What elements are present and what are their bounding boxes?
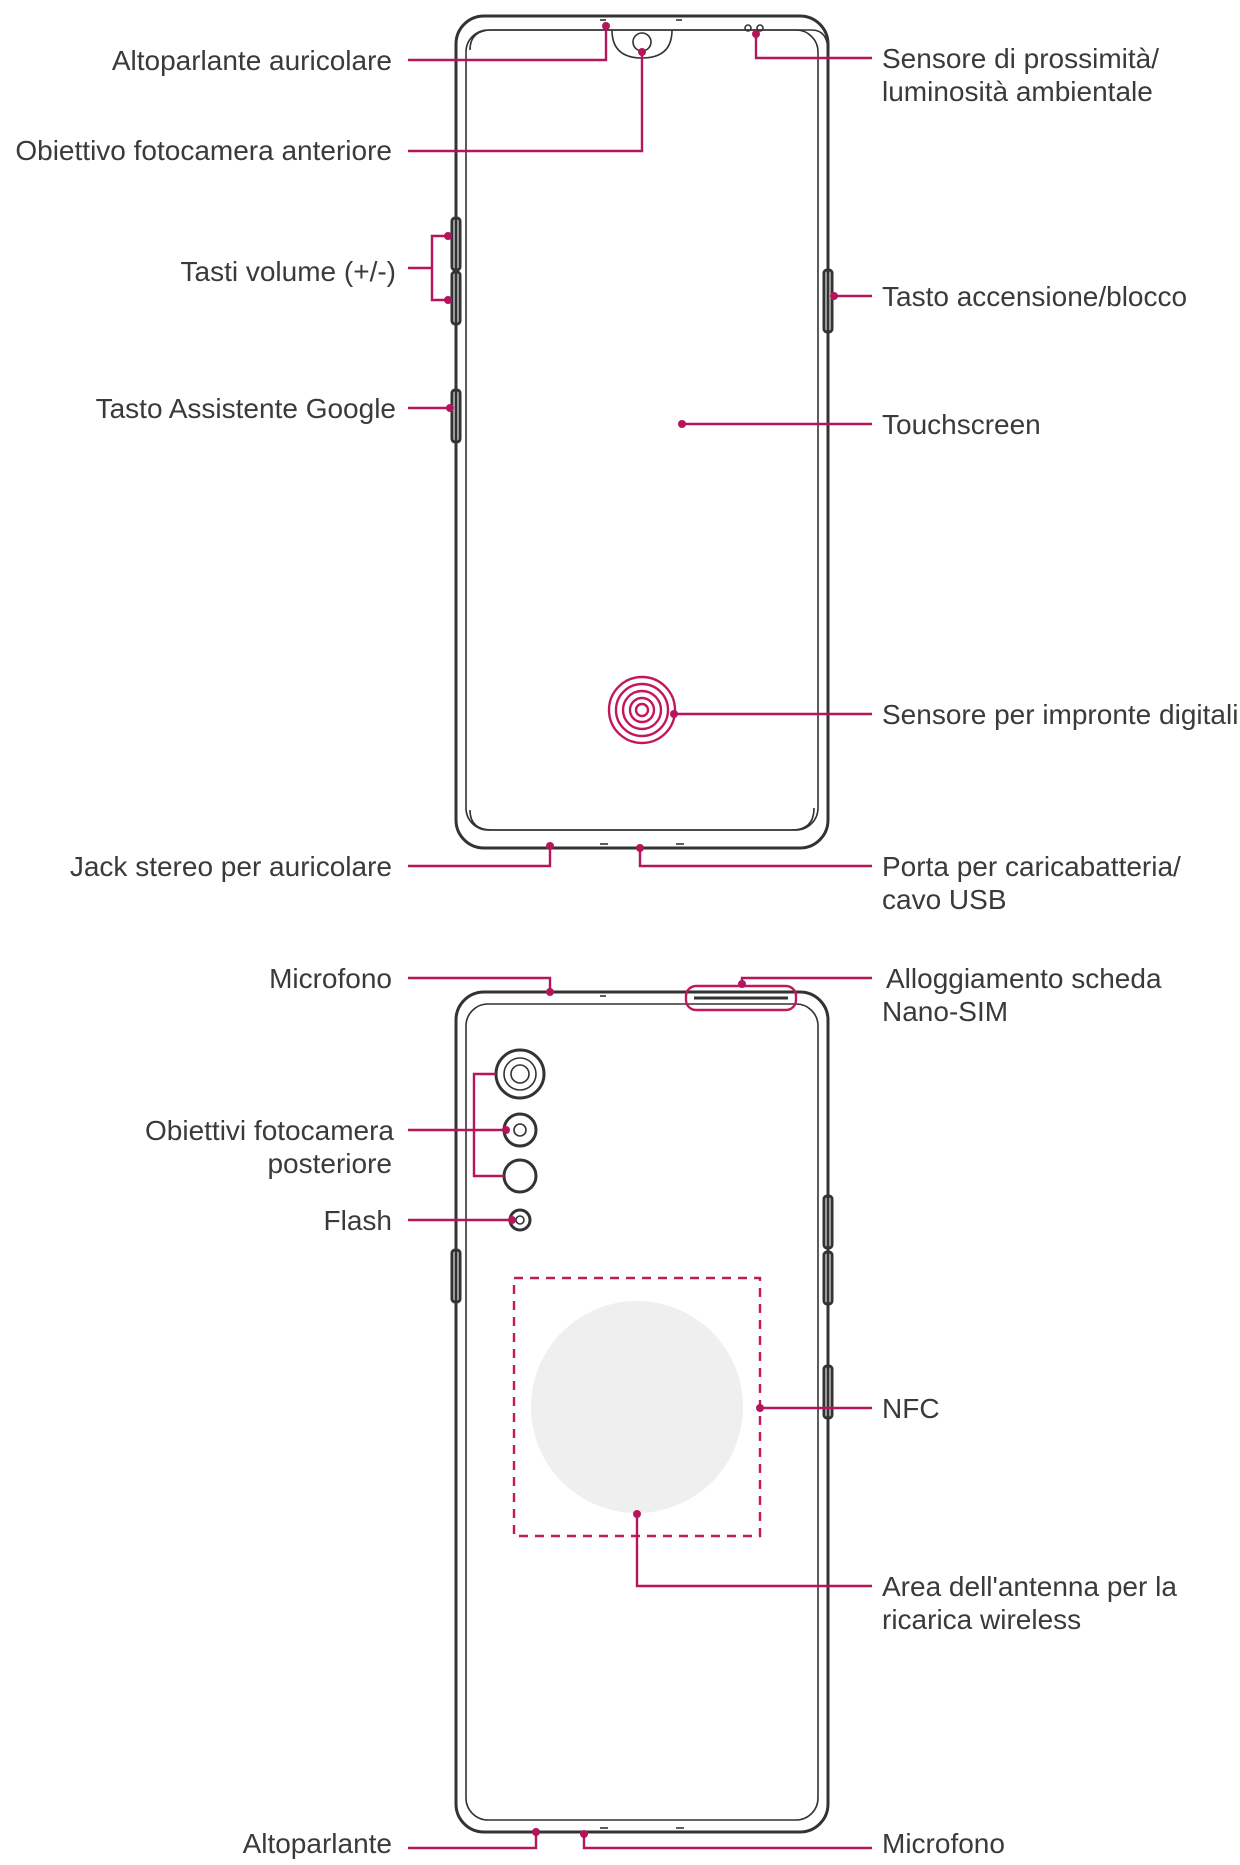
leader-volume-keys [408,232,452,304]
leader-nfc [756,1404,872,1412]
sim-tray [684,984,798,1012]
side-buttons-back [450,1194,834,1420]
label-power-key: Tasto accensione/blocco [882,281,1187,312]
fingerprint-icon [607,675,677,745]
leader-earpiece [408,22,610,62]
leader-proximity-sensor [752,30,872,60]
leader-headset-jack [408,842,554,868]
leader-sim-tray [738,976,872,988]
leader-flash [408,1216,516,1224]
leader-bottom-microphone [580,1830,872,1850]
label-volume-keys: Tasti volume (+/-) [181,256,397,287]
rear-camera-lenses [494,1048,546,1194]
leader-speaker [408,1828,540,1850]
label-fingerprint-sensor: Sensore per impronte digitali [882,699,1238,730]
label-earpiece: Altoparlante auricolare [112,45,392,76]
label-proximity-sensor-2: luminosità ambientale [882,76,1153,107]
label-sim-tray-2: Nano-SIM [882,996,1008,1027]
label-touchscreen: Touchscreen [882,409,1041,440]
label-top-microphone: Microfono [269,963,392,994]
leader-power-key [830,292,872,300]
label-charger-port-2: cavo USB [882,884,1007,915]
label-flash: Flash [324,1205,392,1236]
leader-front-camera [408,48,646,153]
leader-touchscreen [678,420,872,428]
wireless-charging-area [512,1276,762,1538]
leader-wireless-antenna [633,1510,872,1588]
label-speaker: Altoparlante [243,1828,392,1859]
back-phone-outline [454,990,830,1834]
label-bottom-microphone: Microfono [882,1828,1005,1859]
label-wireless-antenna-1: Area dell'antenna per la [882,1571,1177,1602]
leader-google-assistant-key [408,404,454,412]
label-front-camera: Obiettivo fotocamera anteriore [15,135,392,166]
label-proximity-sensor-1: Sensore di prossimità/ [882,43,1159,74]
leader-charger-port [636,844,872,868]
label-charger-port-1: Porta per caricabatteria/ [882,851,1181,882]
label-google-assistant-key: Tasto Assistente Google [96,393,396,424]
label-rear-cameras-2: posteriore [267,1148,392,1179]
label-wireless-antenna-2: ricarica wireless [882,1604,1081,1635]
label-sim-tray-1: Alloggiamento scheda [886,963,1162,994]
leader-rear-cameras [408,1072,510,1178]
leader-fingerprint-sensor [670,710,872,718]
label-headset-jack: Jack stereo per auricolare [70,851,392,882]
side-buttons-front [450,216,834,444]
label-rear-cameras-1: Obiettivi fotocamera [145,1115,394,1146]
leader-top-microphone [408,976,554,996]
label-nfc: NFC [882,1393,940,1424]
